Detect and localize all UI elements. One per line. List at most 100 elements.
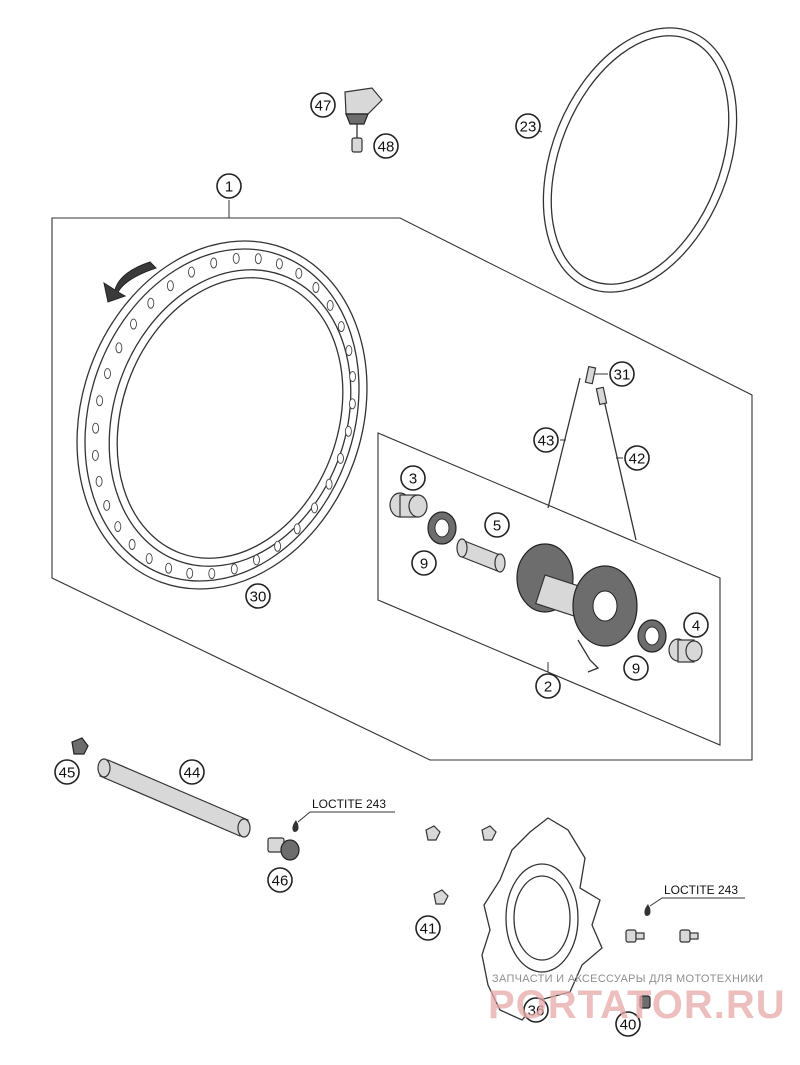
spoke-hole bbox=[232, 252, 240, 264]
spoke-nipple bbox=[584, 365, 608, 406]
callout-number: 41 bbox=[420, 921, 437, 938]
callout-number: 1 bbox=[225, 179, 233, 196]
callout-47: 47 bbox=[310, 92, 336, 118]
callout-number: 36 bbox=[528, 1003, 545, 1020]
loctite-leader-left bbox=[297, 811, 395, 823]
spoke-hole bbox=[311, 502, 318, 514]
spoke-hole bbox=[275, 258, 283, 270]
callout-9: 9 bbox=[623, 655, 649, 681]
callout-46: 46 bbox=[267, 867, 293, 893]
loctite-drop-icon bbox=[644, 904, 651, 916]
callout-40: 40 bbox=[615, 1011, 641, 1037]
rotation-arrow-icon bbox=[103, 261, 157, 303]
spoke-hole bbox=[115, 342, 123, 354]
spoke-hole bbox=[344, 425, 352, 437]
callout-41: 41 bbox=[415, 915, 441, 941]
spoke-hole bbox=[130, 318, 137, 330]
tire bbox=[542, 27, 738, 293]
callout-45: 45 bbox=[54, 759, 80, 785]
disc-nut bbox=[433, 889, 449, 905]
loctite-label-left: LOCTITE 243 bbox=[312, 797, 386, 811]
spoke-hole bbox=[208, 568, 216, 580]
wheel-assembly-frame bbox=[51, 217, 753, 761]
callout-number: 48 bbox=[378, 139, 395, 156]
spoke-hole bbox=[253, 554, 260, 566]
disc-nut bbox=[425, 825, 441, 841]
callout-number: 31 bbox=[614, 367, 631, 384]
callout-number: 42 bbox=[629, 451, 646, 468]
callout-number: 4 bbox=[692, 618, 700, 635]
wheel-rim bbox=[76, 240, 368, 590]
callout-number: 45 bbox=[59, 765, 76, 782]
rim-lock bbox=[344, 87, 383, 138]
hub-assembly-frame bbox=[377, 432, 721, 746]
spoke-hole bbox=[295, 267, 303, 279]
callout-3: 3 bbox=[400, 465, 426, 491]
spoke bbox=[603, 399, 637, 541]
spacer-left bbox=[389, 492, 428, 518]
spoke-hole bbox=[345, 345, 353, 357]
callout-23: 23 bbox=[515, 113, 541, 139]
spoke-hole bbox=[274, 540, 282, 552]
spoke-hole bbox=[147, 297, 155, 309]
callout-5: 5 bbox=[484, 512, 510, 538]
spoke-hole bbox=[145, 553, 153, 565]
callout-number: 30 bbox=[250, 589, 267, 606]
spoke-hole bbox=[293, 523, 301, 535]
axle-nut bbox=[71, 737, 89, 755]
callout-31: 31 bbox=[609, 361, 635, 387]
callout-number: 9 bbox=[632, 661, 640, 678]
wheel-hub bbox=[516, 543, 638, 673]
spoke-hole bbox=[337, 452, 344, 464]
callout-number: 23 bbox=[520, 119, 537, 136]
callout-number: 44 bbox=[184, 765, 201, 782]
spacer-right bbox=[668, 638, 703, 663]
callout-43: 43 bbox=[533, 427, 559, 453]
spoke-hole bbox=[92, 422, 100, 434]
spoke-hole bbox=[326, 299, 334, 311]
spoke-hole bbox=[166, 280, 174, 292]
callout-number: 2 bbox=[544, 679, 552, 696]
callout-44: 44 bbox=[179, 759, 205, 785]
spoke bbox=[547, 377, 581, 509]
watermark-brand: PORTATOR.RU bbox=[488, 983, 786, 1027]
spoke-hole bbox=[337, 321, 345, 333]
spoke-hole bbox=[186, 567, 194, 579]
spoke-hole bbox=[312, 282, 320, 293]
callout-30: 30 bbox=[245, 583, 271, 609]
loctite-label-right: LOCTITE 243 bbox=[664, 883, 738, 897]
callout-1: 1 bbox=[216, 173, 242, 199]
callout-36: 36 bbox=[523, 997, 549, 1023]
spoke-hole bbox=[348, 398, 356, 410]
spoke-hole bbox=[95, 475, 103, 487]
disc-nut bbox=[481, 825, 497, 841]
spoke-hole bbox=[230, 563, 238, 575]
callout-9: 9 bbox=[411, 550, 437, 576]
callout-number: 47 bbox=[315, 98, 332, 115]
spoke-hole bbox=[91, 449, 99, 461]
spoke-hole bbox=[188, 266, 195, 278]
disc-screw bbox=[625, 929, 645, 943]
callout-48: 48 bbox=[373, 133, 399, 159]
spoke-hole bbox=[114, 521, 122, 533]
watermark-caption: ЗАПЧАСТИ И АКСЕССУАРЫ ДЛЯ МОТОТЕХНИКИ bbox=[492, 973, 763, 985]
callout-2: 2 bbox=[535, 673, 561, 699]
callout-number: 5 bbox=[493, 518, 501, 535]
callout-number: 40 bbox=[620, 1017, 637, 1034]
bearing bbox=[427, 511, 457, 545]
spoke-hole bbox=[325, 478, 333, 490]
spoke-hole bbox=[103, 499, 111, 511]
callout-42: 42 bbox=[624, 445, 650, 471]
wheel-axle bbox=[97, 758, 251, 838]
spoke-hole bbox=[165, 562, 173, 574]
callout-number: 3 bbox=[409, 471, 417, 488]
disc-screw bbox=[679, 929, 699, 943]
rim-lock-nut bbox=[351, 137, 363, 153]
distance-sleeve bbox=[456, 538, 506, 573]
callout-number: 43 bbox=[538, 433, 555, 450]
callout-number: 46 bbox=[272, 873, 289, 890]
loctite-drop-icon bbox=[292, 820, 299, 832]
spoke-hole bbox=[96, 395, 104, 407]
